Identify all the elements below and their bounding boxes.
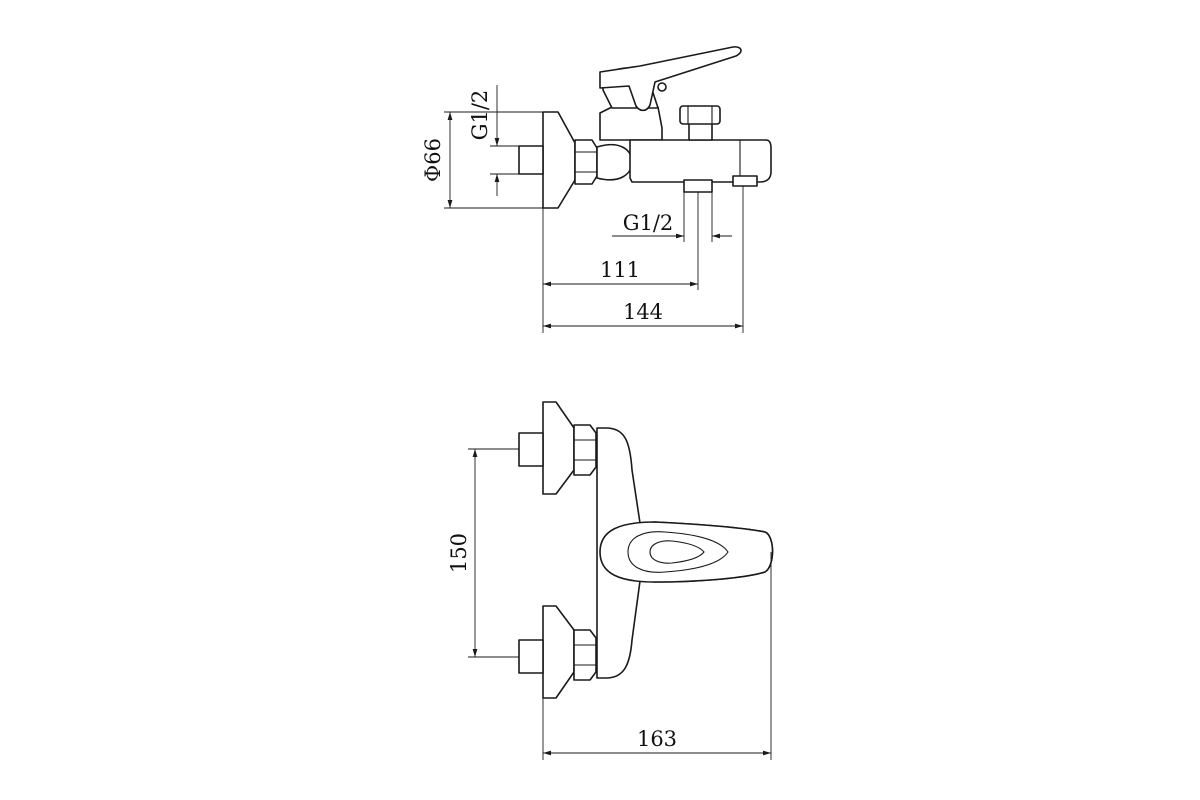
lower-inlet [518, 605, 597, 699]
side-eccentric-connector [596, 143, 633, 181]
side-mixer-body [599, 106, 663, 141]
dim-spout-outlet: 111 [600, 258, 640, 282]
side-spout [629, 139, 772, 183]
thread-label-bottom: G1/2 [623, 211, 674, 235]
upper-inlet [518, 401, 597, 495]
front-lever-grip [627, 531, 729, 573]
side-spout-outlet [732, 175, 758, 187]
side-lever-handle [599, 46, 742, 112]
side-wall-flange [542, 111, 576, 209]
front-view: 150 163 [447, 401, 774, 760]
side-diverter-knob [679, 105, 721, 125]
side-view: Φ66 G1/2 G1/2 111 144 [421, 46, 772, 333]
front-lever-handle [599, 521, 774, 583]
dim-total-width: 163 [637, 727, 677, 751]
dim-center-spacing: 150 [447, 533, 471, 573]
thread-label-left: G1/2 [468, 90, 492, 141]
diameter-label: Φ66 [421, 138, 445, 182]
side-shower-outlet [683, 179, 713, 193]
side-hex-nut [574, 139, 598, 185]
side-handle-screw [657, 82, 667, 92]
dim-total-depth: 144 [623, 300, 663, 324]
side-inlet-pipe [518, 145, 544, 175]
